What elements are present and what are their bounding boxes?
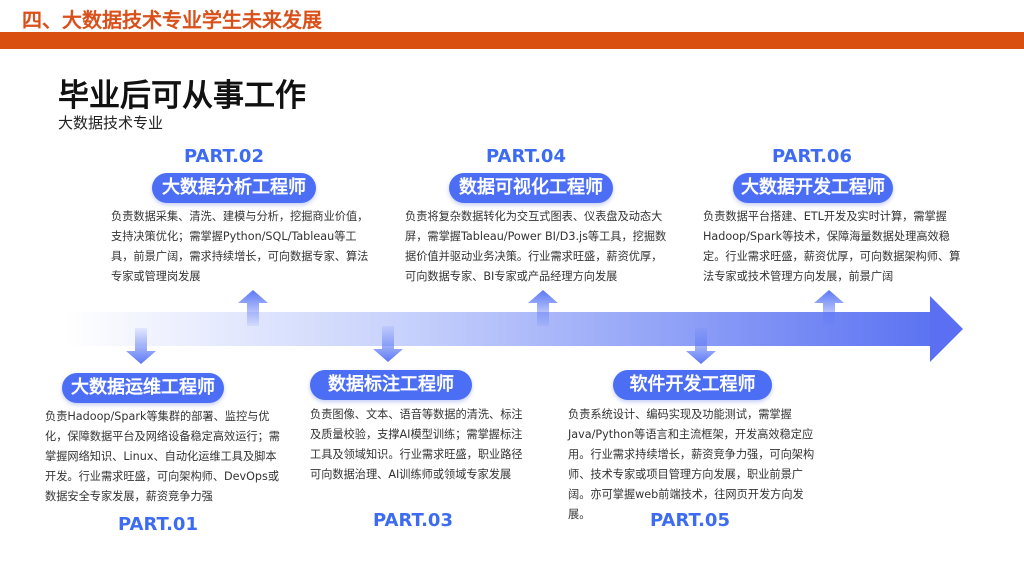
arrow-down-icon: [686, 328, 716, 364]
arrow-up-icon: [814, 290, 844, 326]
arrow-up-icon: [238, 290, 268, 326]
job-description: 负责数据平台搭建、ETL开发及实时计算，需掌握Hadoop/Spark等技术，保…: [703, 210, 961, 283]
timeline-arrowhead: [930, 296, 963, 362]
part-label: PART.06: [772, 146, 852, 167]
job-title-pill: 大数据开发工程师: [733, 173, 893, 203]
part-label: PART.02: [184, 146, 264, 167]
page-subtitle: 大数据技术专业: [58, 114, 164, 132]
part-label: PART.01: [118, 514, 198, 535]
job-description: 负责图像、文本、语音等数据的清洗、标注及质量校验，支撑AI模型训练；需掌握标注工…: [310, 408, 523, 481]
job-title-pill: 数据可视化工程师: [449, 173, 613, 203]
page-title: 毕业后可从事工作: [58, 78, 306, 114]
arrow-down-icon: [126, 328, 156, 364]
part-label: PART.03: [373, 510, 453, 531]
job-description: 负责系统设计、编码实现及功能测试，需掌握Java/Python等语言和主流框架，…: [568, 408, 815, 521]
timeline-arrow: [65, 312, 935, 346]
section-title: 四、大数据技术专业学生未来发展: [22, 8, 322, 32]
arrow-down-icon: [373, 326, 403, 362]
job-description: 负责数据采集、清洗、建模与分析，挖掘商业价值，支持决策优化；需掌握Python/…: [111, 210, 369, 283]
job-title-pill: 数据标注工程师: [310, 370, 472, 400]
part-label: PART.04: [486, 146, 566, 167]
job-description: 负责Hadoop/Spark等集群的部署、监控与优化，保障数据平台及网络设备稳定…: [45, 410, 280, 503]
job-description: 负责将复杂数据转化为交互式图表、仪表盘及动态大屏，需掌握Tableau/Powe…: [405, 210, 667, 283]
header-bar: [0, 32, 1024, 49]
job-title-pill: 大数据运维工程师: [62, 373, 224, 403]
job-title-pill: 软件开发工程师: [613, 370, 772, 400]
part-label: PART.05: [650, 510, 730, 531]
job-title-pill: 大数据分析工程师: [152, 173, 316, 203]
arrow-up-icon: [528, 290, 558, 326]
